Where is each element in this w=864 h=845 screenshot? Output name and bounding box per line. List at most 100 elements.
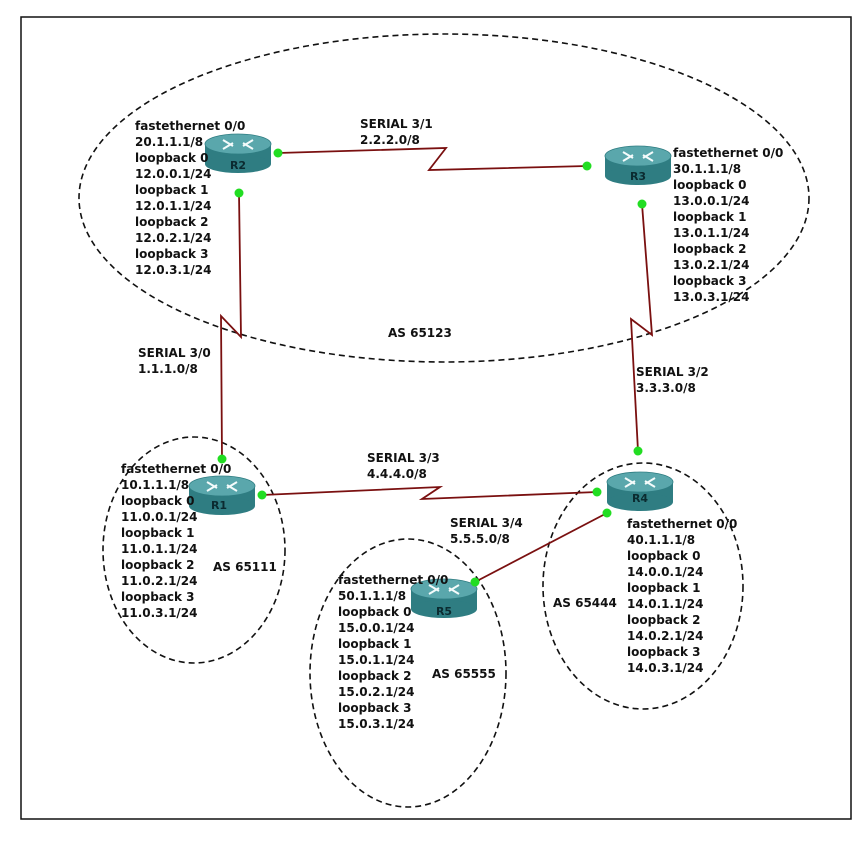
interface-address: 13.0.3.1/24	[673, 290, 750, 304]
interface-address: 11.0.3.1/24	[121, 606, 198, 620]
interface-name: loopback 2	[673, 242, 747, 256]
router-R5[interactable]: R5	[410, 578, 478, 618]
interface-address: 14.0.3.1/24	[627, 661, 704, 675]
link-labels: SERIAL 3/1 2.2.2.0/8 SERIAL 3/0 1.1.1.0/…	[138, 117, 709, 546]
interface-address: 12.0.1.1/24	[135, 199, 212, 213]
port-dot[interactable]	[217, 454, 227, 464]
interface-address: 15.0.1.1/24	[338, 653, 415, 667]
interface-name: fastethernet 0/0	[673, 146, 783, 160]
port-indicators	[217, 148, 647, 587]
interface-name: fastethernet 0/0	[135, 119, 245, 133]
interface-name: loopback 2	[338, 669, 412, 683]
interface-name: loopback 1	[135, 183, 209, 197]
port-dot[interactable]	[234, 188, 244, 198]
interface-name: loopback 2	[627, 613, 701, 627]
as-label-65444: AS 65444	[553, 596, 617, 610]
router-icon	[410, 578, 478, 618]
router-label-R1: R1	[211, 499, 227, 512]
as-label-65555: AS 65555	[432, 667, 496, 681]
interface-list-R2: fastethernet 0/0 20.1.1.1/8 loopback 0 12.0…	[135, 119, 245, 277]
port-dot[interactable]	[273, 148, 283, 158]
interface-labels: fastethernet 0/0 20.1.1.1/8 loopback 0 12.0…	[121, 119, 783, 731]
link-network-serial-3-3: 4.4.4.0/8	[367, 467, 427, 481]
interface-name: fastethernet 0/0	[627, 517, 737, 531]
interface-name: loopback 3	[121, 590, 195, 604]
interface-address: 10.1.1.1/8	[121, 478, 189, 492]
interface-name: loopback 1	[627, 581, 701, 595]
link-serial-3-2[interactable]	[629, 203, 654, 452]
interface-name: loopback 3	[135, 247, 209, 261]
interface-address: 14.0.2.1/24	[627, 629, 704, 643]
router-icon	[606, 471, 674, 511]
interface-name: loopback 1	[673, 210, 747, 224]
interface-name: loopback 3	[673, 274, 747, 288]
link-name-serial-3-4: SERIAL 3/4	[450, 516, 523, 530]
interface-address: 11.0.1.1/24	[121, 542, 198, 556]
interface-address: 12.0.0.1/24	[135, 167, 212, 181]
link-serial-3-4[interactable]	[474, 512, 608, 583]
router-R4[interactable]: R4	[606, 471, 674, 511]
port-dot[interactable]	[637, 199, 647, 209]
port-dot[interactable]	[602, 508, 612, 518]
interface-name: loopback 2	[135, 215, 209, 229]
as-zone-65123	[78, 33, 810, 363]
as-labels: AS 65123 AS 65111 AS 65444 AS 65555	[213, 326, 617, 681]
port-dot[interactable]	[633, 446, 643, 456]
port-dot[interactable]	[582, 161, 592, 171]
interface-list-R4: fastethernet 0/0 40.1.1.1/8 loopback 0 14.0…	[627, 517, 737, 675]
diagram-frame	[20, 16, 852, 820]
interface-name: loopback 0	[338, 605, 412, 619]
interface-address: 13.0.2.1/24	[673, 258, 750, 272]
interface-address: 12.0.2.1/24	[135, 231, 212, 245]
as-zone-65555	[309, 538, 507, 808]
interface-address: 20.1.1.1/8	[135, 135, 203, 149]
router-R1[interactable]: R1	[188, 475, 256, 515]
interface-address: 14.0.0.1/24	[627, 565, 704, 579]
as-label-65111: AS 65111	[213, 560, 277, 574]
interface-name: loopback 2	[121, 558, 195, 572]
interface-address: 11.0.2.1/24	[121, 574, 198, 588]
as-label-65123: AS 65123	[388, 326, 452, 340]
router-label-R5: R5	[436, 605, 452, 618]
interface-list-R1: fastethernet 0/0 10.1.1.1/8 loopback 0 11.0…	[121, 462, 231, 620]
as-zone-65111	[102, 436, 286, 664]
interface-name: loopback 0	[135, 151, 209, 165]
router-R3[interactable]: R3	[604, 145, 672, 185]
interface-name: loopback 3	[627, 645, 701, 659]
interface-name: loopback 1	[121, 526, 195, 540]
port-dot[interactable]	[470, 577, 480, 587]
interface-name: fastethernet 0/0	[338, 573, 448, 587]
interface-name: loopback 0	[627, 549, 701, 563]
interface-address: 40.1.1.1/8	[627, 533, 695, 547]
port-dot[interactable]	[257, 490, 267, 500]
router-label-R3: R3	[630, 170, 646, 183]
interface-name: loopback 0	[121, 494, 195, 508]
interface-name: loopback 1	[338, 637, 412, 651]
router-R2[interactable]: R2	[204, 133, 272, 173]
link-network-serial-3-1: 2.2.2.0/8	[360, 133, 420, 147]
link-network-serial-3-2: 3.3.3.0/8	[636, 381, 696, 395]
interface-list-R5: fastethernet 0/0 50.1.1.1/8 loopback 0 15.0…	[338, 573, 448, 731]
link-network-serial-3-0: 1.1.1.0/8	[138, 362, 198, 376]
interface-name: loopback 0	[673, 178, 747, 192]
router-icon	[604, 145, 672, 185]
link-name-serial-3-1: SERIAL 3/1	[360, 117, 433, 131]
link-serial-3-0[interactable]	[220, 192, 242, 460]
router-label-R4: R4	[632, 492, 648, 505]
interface-address: 12.0.3.1/24	[135, 263, 212, 277]
interface-address: 15.0.3.1/24	[338, 717, 415, 731]
interface-address: 50.1.1.1/8	[338, 589, 406, 603]
interface-address: 15.0.0.1/24	[338, 621, 415, 635]
link-serial-3-3[interactable]	[261, 485, 598, 501]
link-name-serial-3-0: SERIAL 3/0	[138, 346, 211, 360]
port-dot[interactable]	[592, 487, 602, 497]
as-zone-65444	[542, 462, 744, 710]
interface-name: fastethernet 0/0	[121, 462, 231, 476]
router-icon	[204, 133, 272, 173]
link-network-serial-3-4: 5.5.5.0/8	[450, 532, 510, 546]
link-serial-3-1[interactable]	[277, 147, 588, 171]
interface-name: loopback 3	[338, 701, 412, 715]
